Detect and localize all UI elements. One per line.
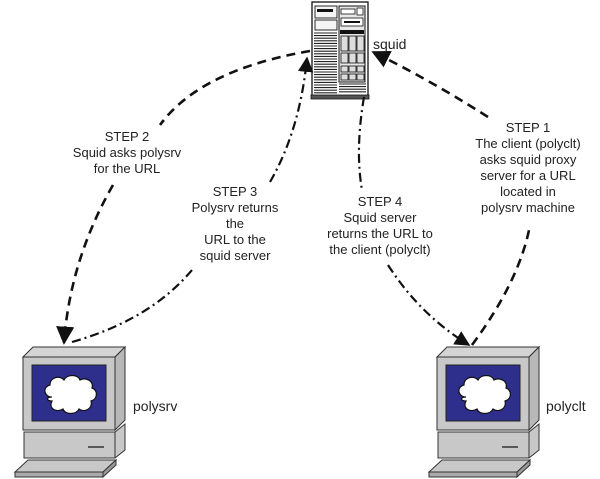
- step1-line: The client (polyclt): [475, 136, 581, 151]
- step1-line: server for a URL: [480, 168, 576, 183]
- step3-arrow: [71, 58, 307, 344]
- step2-label: STEP 2 Squid asks polysrv for the URL: [62, 129, 192, 177]
- polysrv-computer-icon: [13, 345, 127, 479]
- step4-line: Squid server: [343, 210, 417, 225]
- step3-title: STEP 3: [212, 184, 258, 199]
- step3-line: Polysrv returns: [191, 200, 279, 215]
- step4-arrow: [357, 96, 469, 345]
- squid-label: squid: [373, 36, 407, 52]
- step4-label: STEP 4 Squid server returns the URL to t…: [310, 194, 450, 258]
- step3-label: STEP 3 Polysrv returns the URL to the sq…: [180, 184, 290, 264]
- step2-arrow: [64, 49, 311, 343]
- polysrv-label: polysrv: [133, 398, 178, 414]
- step4-line: the client (polyclt): [329, 242, 431, 257]
- step1-line: asks squid proxy: [479, 152, 577, 167]
- step1-title: STEP 1: [505, 120, 551, 135]
- step4-title: STEP 4: [357, 194, 403, 209]
- step2-line: Squid asks polysrv: [72, 145, 182, 160]
- step3-line: squid server: [199, 248, 271, 263]
- step4-line: returns the URL to: [327, 226, 433, 241]
- squid-server-icon: [310, 1, 370, 100]
- step1-label: STEP 1 The client (polyclt) asks squid p…: [458, 120, 598, 216]
- step1-line: located in: [500, 184, 556, 199]
- polyclt-computer-icon: [427, 345, 541, 479]
- polyclt-label: polyclt: [546, 398, 586, 414]
- step3-line: URL to the: [204, 232, 266, 247]
- step1-line: polysrv machine: [481, 200, 575, 215]
- step3-line: the: [225, 216, 245, 231]
- step2-line: for the URL: [93, 161, 161, 176]
- step2-title: STEP 2: [104, 129, 150, 144]
